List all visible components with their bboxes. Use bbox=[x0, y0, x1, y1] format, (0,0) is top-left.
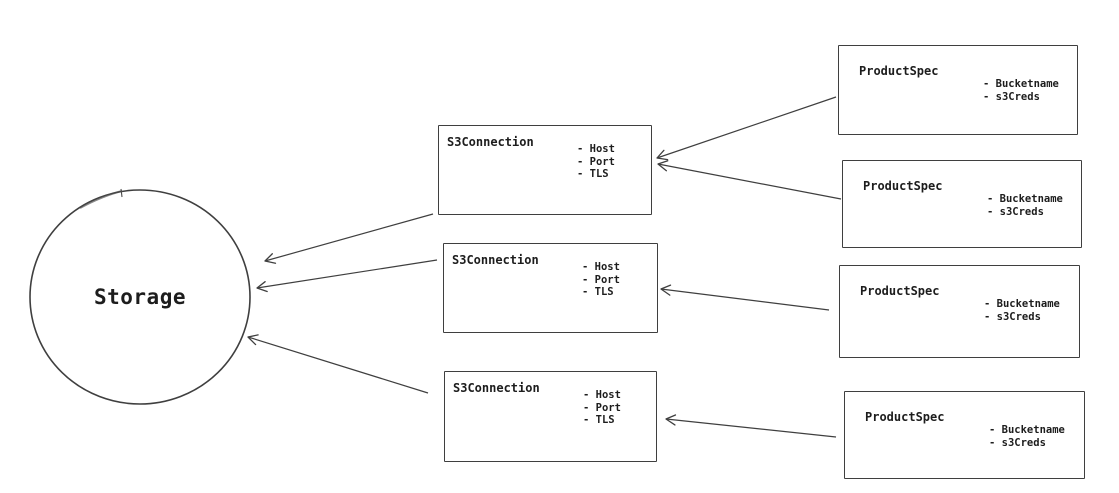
attribute-host: - Host bbox=[582, 261, 620, 273]
s3-connection-attributes: - Host - Port - TLS bbox=[577, 143, 615, 181]
s3-connection-title: S3Connection bbox=[453, 381, 540, 395]
s3-connection-box-2: S3Connection - Host - Port - TLS bbox=[443, 243, 658, 333]
storage-node: Storage bbox=[30, 188, 250, 406]
attribute-tls: - TLS bbox=[577, 168, 609, 180]
product-spec-box-4: ProductSpec - Bucketname - s3Creds bbox=[844, 391, 1085, 479]
product-spec-box-2: ProductSpec - Bucketname - s3Creds bbox=[842, 160, 1082, 248]
product-spec-title: ProductSpec bbox=[863, 179, 943, 193]
s3-connection-attributes: - Host - Port - TLS bbox=[583, 389, 621, 427]
arrow-product-spec-3-to-s3-connection-2 bbox=[660, 284, 830, 311]
attribute-s3creds: - s3Creds bbox=[983, 90, 1040, 103]
attribute-s3creds: - s3Creds bbox=[987, 205, 1044, 218]
product-spec-box-1: ProductSpec - Bucketname - s3Creds bbox=[838, 45, 1078, 135]
arrow-product-spec-1-to-s3-connection-1 bbox=[656, 96, 837, 161]
arrow-s3-connection-1-to-storage bbox=[264, 213, 434, 264]
product-spec-attributes: - Bucketname - s3Creds bbox=[987, 193, 1063, 218]
product-spec-title: ProductSpec bbox=[859, 64, 939, 78]
product-spec-attributes: - Bucketname - s3Creds bbox=[983, 78, 1059, 103]
attribute-tls: - TLS bbox=[583, 414, 615, 426]
s3-connection-title: S3Connection bbox=[447, 135, 534, 149]
s3-connection-attributes: - Host - Port - TLS bbox=[582, 261, 620, 299]
attribute-s3creds: - s3Creds bbox=[989, 436, 1046, 449]
product-spec-attributes: - Bucketname - s3Creds bbox=[989, 424, 1065, 449]
arrow-product-spec-4-to-s3-connection-3 bbox=[665, 414, 837, 438]
attribute-port: - Port bbox=[577, 155, 615, 168]
product-spec-attributes: - Bucketname - s3Creds bbox=[984, 298, 1060, 323]
arrow-s3-connection-3-to-storage bbox=[247, 334, 429, 394]
attribute-bucketname: - Bucketname bbox=[987, 193, 1063, 205]
attribute-host: - Host bbox=[577, 143, 615, 155]
attribute-tls: - TLS bbox=[582, 286, 614, 298]
s3-connection-title: S3Connection bbox=[452, 253, 539, 267]
attribute-port: - Port bbox=[583, 401, 621, 414]
s3-connection-box-3: S3Connection - Host - Port - TLS bbox=[444, 371, 657, 462]
product-spec-title: ProductSpec bbox=[865, 410, 945, 424]
arrow-s3-connection-2-to-storage bbox=[256, 259, 438, 293]
s3-connection-box-1: S3Connection - Host - Port - TLS bbox=[438, 125, 652, 215]
storage-label: Storage bbox=[93, 285, 186, 309]
product-spec-box-3: ProductSpec - Bucketname - s3Creds bbox=[839, 265, 1080, 358]
attribute-bucketname: - Bucketname bbox=[984, 298, 1060, 310]
attribute-port: - Port bbox=[582, 273, 620, 286]
product-spec-title: ProductSpec bbox=[860, 284, 940, 298]
attribute-s3creds: - s3Creds bbox=[984, 310, 1041, 323]
attribute-bucketname: - Bucketname bbox=[989, 424, 1065, 436]
attribute-bucketname: - Bucketname bbox=[983, 78, 1059, 90]
attribute-host: - Host bbox=[583, 389, 621, 401]
arrow-product-spec-2-to-s3-connection-1 bbox=[657, 160, 842, 200]
